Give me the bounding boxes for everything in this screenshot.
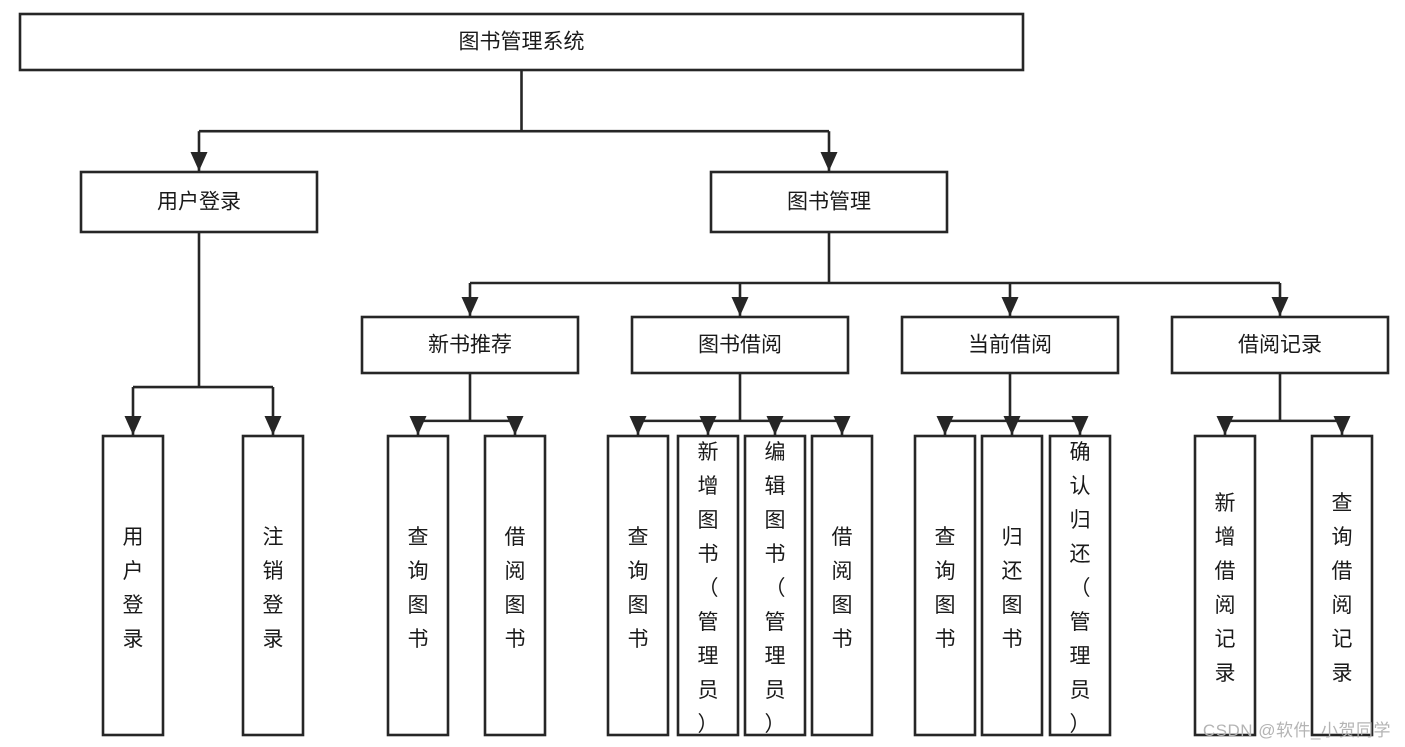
node-box-current-borrow[interactable] — [900, 315, 1120, 375]
node-label-leaf-query-book-3: 查询图书 — [935, 526, 956, 651]
arrow-borrow-record-to-leaf-query-record — [1333, 416, 1351, 435]
edges-layer — [124, 70, 1351, 435]
node-user-login[interactable]: 用户登录 — [79, 170, 319, 234]
node-leaf-query-record[interactable]: 查询借阅记录 — [1310, 434, 1374, 737]
node-box-leaf-edit-book[interactable] — [743, 434, 807, 737]
arrow-book-borrow-to-leaf-borrow-book-2 — [833, 416, 851, 435]
node-box-leaf-borrow-book-1[interactable] — [483, 434, 547, 737]
arrow-root-to-book-manage — [820, 152, 838, 171]
arrow-user-login-to-leaf-logout — [264, 416, 282, 435]
node-box-leaf-query-book-1[interactable] — [386, 434, 450, 737]
node-label-leaf-borrow-book-1: 借阅图书 — [505, 526, 526, 651]
node-box-leaf-user-login[interactable] — [101, 434, 165, 737]
arrow-new-book-rec-to-leaf-query-book-1 — [409, 416, 427, 435]
arrow-borrow-record-to-leaf-add-record — [1216, 416, 1234, 435]
node-leaf-user-login[interactable]: 用户登录 — [101, 434, 165, 737]
arrow-book-manage-to-current-borrow — [1001, 297, 1019, 316]
node-book-manage[interactable]: 图书管理 — [709, 170, 949, 234]
arrow-book-borrow-to-leaf-add-book — [699, 416, 717, 435]
node-box-leaf-return-book[interactable] — [980, 434, 1044, 737]
node-label-leaf-query-book-2: 查询图书 — [628, 526, 649, 651]
node-label-leaf-edit-book: 编辑图书（管理员） — [765, 441, 786, 736]
node-box-leaf-query-book-3[interactable] — [913, 434, 977, 737]
node-leaf-confirm-return[interactable]: 确认归还（管理员） — [1048, 434, 1112, 737]
node-leaf-borrow-book-2[interactable]: 借阅图书 — [810, 434, 874, 737]
node-box-user-login[interactable] — [79, 170, 319, 234]
arrow-user-login-to-leaf-user-login — [124, 416, 142, 435]
node-leaf-borrow-book-1[interactable]: 借阅图书 — [483, 434, 547, 737]
node-root[interactable]: 图书管理系统 — [18, 12, 1025, 72]
node-label-leaf-add-record: 新增借阅记录 — [1215, 492, 1236, 685]
arrow-new-book-rec-to-leaf-borrow-book-1 — [506, 416, 524, 435]
arrow-root-to-user-login — [190, 152, 208, 171]
node-label-root: 图书管理系统 — [459, 31, 585, 54]
node-box-root[interactable] — [18, 12, 1025, 72]
node-leaf-return-book[interactable]: 归还图书 — [980, 434, 1044, 737]
node-box-leaf-query-book-2[interactable] — [606, 434, 670, 737]
node-label-leaf-logout: 注销登录 — [263, 526, 284, 651]
node-label-book-manage: 图书管理 — [787, 191, 871, 214]
arrow-book-borrow-to-leaf-query-book-2 — [629, 416, 647, 435]
node-label-leaf-borrow-book-2: 借阅图书 — [832, 526, 853, 651]
arrow-current-borrow-to-leaf-confirm-return — [1071, 416, 1089, 435]
arrow-book-borrow-to-leaf-edit-book — [766, 416, 784, 435]
node-leaf-query-book-1[interactable]: 查询图书 — [386, 434, 450, 737]
node-label-user-login: 用户登录 — [157, 191, 241, 214]
node-label-borrow-record: 借阅记录 — [1238, 334, 1322, 357]
node-box-leaf-query-record[interactable] — [1310, 434, 1374, 737]
node-box-leaf-add-record[interactable] — [1193, 434, 1257, 737]
node-leaf-edit-book[interactable]: 编辑图书（管理员） — [743, 434, 807, 737]
arrow-current-borrow-to-leaf-return-book — [1003, 416, 1021, 435]
node-label-book-borrow: 图书借阅 — [698, 334, 782, 357]
node-box-borrow-record[interactable] — [1170, 315, 1390, 375]
arrow-book-manage-to-book-borrow — [731, 297, 749, 316]
node-label-leaf-query-book-1: 查询图书 — [408, 526, 429, 651]
node-leaf-query-book-3[interactable]: 查询图书 — [913, 434, 977, 737]
node-label-new-book-rec: 新书推荐 — [428, 334, 512, 357]
arrow-book-manage-to-new-book-rec — [461, 297, 479, 316]
node-leaf-query-book-2[interactable]: 查询图书 — [606, 434, 670, 737]
node-box-new-book-rec[interactable] — [360, 315, 580, 375]
node-label-current-borrow: 当前借阅 — [968, 334, 1052, 357]
nodes-layer: 图书管理系统用户登录图书管理新书推荐图书借阅当前借阅借阅记录用户登录注销登录查询… — [18, 12, 1390, 737]
node-book-borrow[interactable]: 图书借阅 — [630, 315, 850, 375]
node-box-leaf-confirm-return[interactable] — [1048, 434, 1112, 737]
arrow-current-borrow-to-leaf-query-book-3 — [936, 416, 954, 435]
node-label-leaf-user-login: 用户登录 — [123, 526, 144, 651]
node-box-book-borrow[interactable] — [630, 315, 850, 375]
node-label-leaf-query-record: 查询借阅记录 — [1332, 492, 1353, 685]
node-leaf-add-record[interactable]: 新增借阅记录 — [1193, 434, 1257, 737]
node-new-book-rec[interactable]: 新书推荐 — [360, 315, 580, 375]
node-box-leaf-borrow-book-2[interactable] — [810, 434, 874, 737]
node-current-borrow[interactable]: 当前借阅 — [900, 315, 1120, 375]
node-box-leaf-logout[interactable] — [241, 434, 305, 737]
node-label-leaf-confirm-return: 确认归还（管理员） — [1070, 441, 1091, 736]
node-box-book-manage[interactable] — [709, 170, 949, 234]
node-label-leaf-return-book: 归还图书 — [1002, 526, 1023, 651]
node-leaf-logout[interactable]: 注销登录 — [241, 434, 305, 737]
node-box-leaf-add-book[interactable] — [676, 434, 740, 737]
node-label-leaf-add-book: 新增图书（管理员） — [698, 441, 719, 736]
arrow-book-manage-to-borrow-record — [1271, 297, 1289, 316]
node-borrow-record[interactable]: 借阅记录 — [1170, 315, 1390, 375]
node-leaf-add-book[interactable]: 新增图书（管理员） — [676, 434, 740, 737]
